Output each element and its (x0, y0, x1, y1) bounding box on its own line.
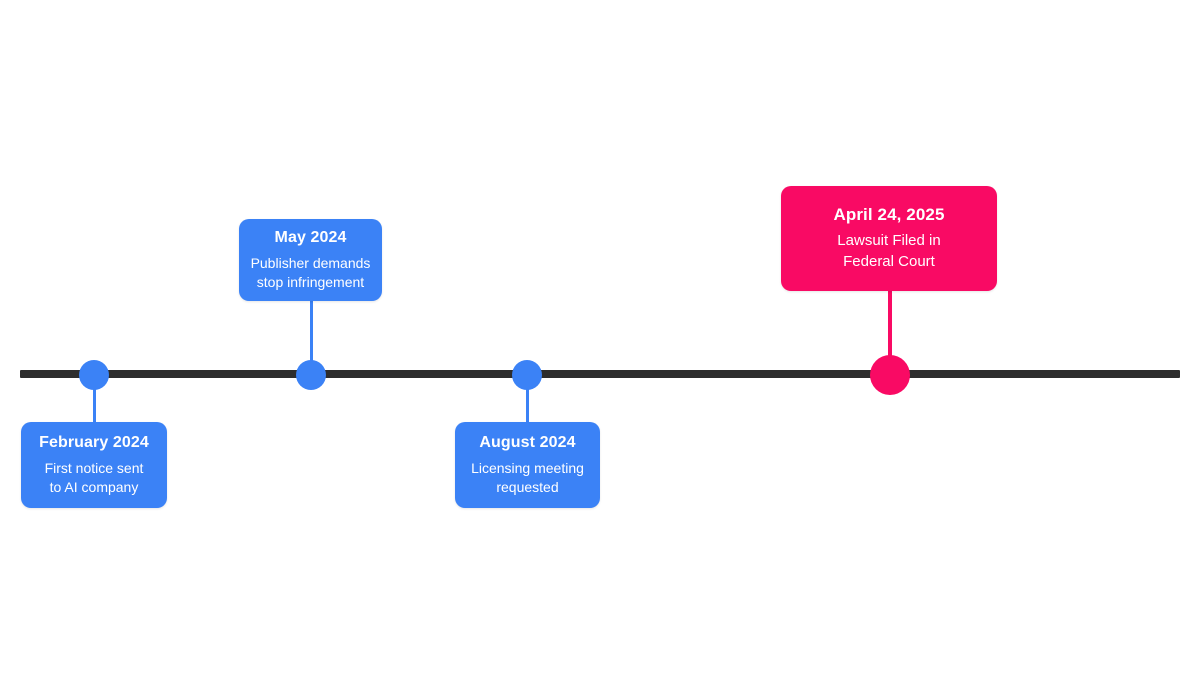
event-description-line: First notice sent (44, 460, 144, 477)
event-card-aug-2024[interactable]: August 2024 Licensing meeting requested (455, 422, 600, 508)
event-card-feb-2024[interactable]: February 2024 First notice sent to AI co… (21, 422, 167, 508)
event-description-apr-2025: Lawsuit Filed in Federal Court (827, 231, 950, 272)
event-date-aug-2024: August 2024 (479, 434, 576, 452)
connector-stem-aug-2024 (525, 375, 529, 422)
event-description-line: to AI company (49, 479, 139, 496)
event-description-line: Lawsuit Filed in (837, 232, 941, 250)
event-date-apr-2025: April 24, 2025 (833, 205, 945, 225)
timeline-node-aug-2024[interactable] (512, 360, 542, 390)
event-description-feb-2024: First notice sent to AI company (35, 459, 154, 497)
event-description-may-2024: Publisher demands stop infringement (241, 254, 381, 292)
event-card-apr-2025[interactable]: April 24, 2025 Lawsuit Filed in Federal … (781, 186, 997, 291)
event-description-line: Federal Court (843, 252, 935, 270)
event-date-feb-2024: February 2024 (39, 434, 149, 452)
event-description-line: Licensing meeting (471, 460, 584, 477)
event-description-line: requested (496, 479, 559, 496)
connector-stem-apr-2025 (888, 291, 892, 375)
timeline-axis (20, 370, 1180, 378)
event-description-line: Publisher demands (250, 255, 371, 272)
timeline-node-feb-2024[interactable] (79, 360, 109, 390)
event-description-line: stop infringement (256, 274, 365, 291)
event-description-aug-2024: Licensing meeting requested (461, 459, 594, 497)
timeline-node-apr-2025[interactable] (870, 355, 910, 395)
event-card-may-2024[interactable]: May 2024 Publisher demands stop infringe… (239, 219, 382, 301)
event-date-may-2024: May 2024 (274, 229, 347, 247)
connector-stem-may-2024 (309, 301, 313, 375)
connector-stem-feb-2024 (92, 375, 96, 422)
timeline-node-may-2024[interactable] (296, 360, 326, 390)
